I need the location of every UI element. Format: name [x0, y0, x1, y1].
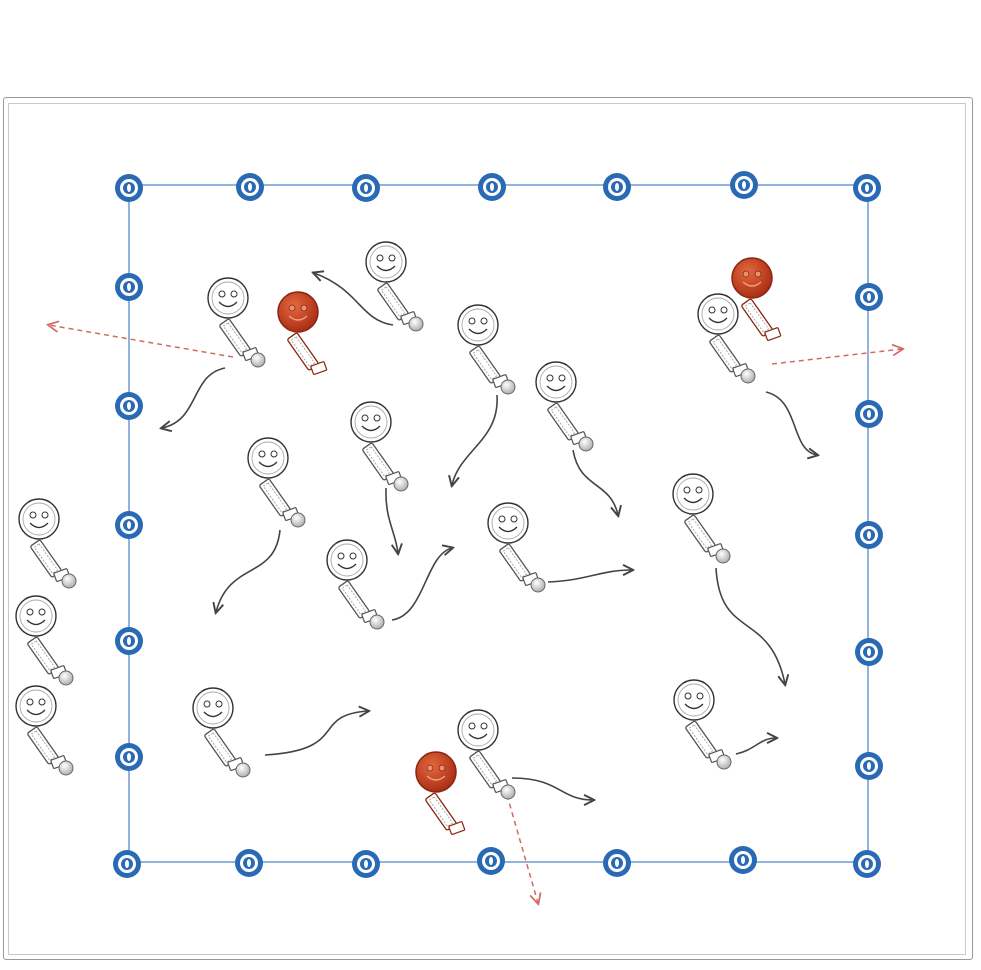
- pass-arrows: [49, 325, 902, 903]
- movement-arrow: [511, 777, 593, 800]
- cone-icon: [729, 846, 757, 874]
- movement-arrow: [314, 273, 394, 326]
- player-icon: [672, 473, 731, 564]
- ball-icon: [58, 670, 74, 686]
- cone-icon: [115, 273, 143, 301]
- cone-icon: [115, 511, 143, 539]
- ball-icon: [58, 760, 74, 776]
- diagram-frame: [3, 97, 973, 960]
- cone-icon: [115, 392, 143, 420]
- cone-icon: [603, 173, 631, 201]
- ball-icon: [369, 614, 385, 630]
- cones: [113, 171, 883, 878]
- cone-icon: [855, 400, 883, 428]
- cone-icon: [235, 849, 263, 877]
- ball-icon: [500, 379, 516, 395]
- cone-icon: [730, 171, 758, 199]
- movement-arrow: [264, 711, 368, 756]
- taggers: [277, 257, 782, 836]
- player-icon: [207, 277, 266, 368]
- cone-icon: [113, 850, 141, 878]
- pass-arrow: [506, 794, 538, 903]
- cone-icon: [855, 752, 883, 780]
- tagger-icon: [415, 751, 466, 836]
- tagger-icon: [731, 257, 782, 342]
- ball-icon: [500, 784, 516, 800]
- player-icon: [326, 539, 385, 630]
- movement-arrows: [162, 273, 817, 800]
- player-icon: [457, 709, 516, 800]
- movement-arrow: [216, 529, 281, 612]
- ball-icon: [61, 573, 77, 589]
- player-icon: [15, 595, 74, 686]
- player-icon: [457, 304, 516, 395]
- player-icon: [697, 293, 756, 384]
- ball-icon: [235, 762, 251, 778]
- movement-arrow: [385, 487, 398, 553]
- movement-arrow: [765, 391, 817, 455]
- ball-icon: [716, 754, 732, 770]
- movement-arrow: [572, 449, 618, 515]
- cone-icon: [855, 638, 883, 666]
- diagram-inner-frame: [8, 103, 966, 955]
- ball-icon: [290, 512, 306, 528]
- player-icon: [247, 437, 306, 528]
- player-icon: [673, 679, 732, 770]
- cone-icon: [853, 174, 881, 202]
- movement-arrow: [715, 567, 785, 684]
- cone-icon: [603, 849, 631, 877]
- player-icon: [15, 685, 74, 776]
- movement-arrow: [391, 548, 452, 621]
- tagger-icon: [277, 291, 328, 376]
- ball-icon: [578, 436, 594, 452]
- cone-icon: [115, 743, 143, 771]
- pass-arrow: [771, 349, 902, 365]
- cone-icon: [853, 850, 881, 878]
- ball-icon: [530, 577, 546, 593]
- cone-icon: [115, 174, 143, 202]
- ball-icon: [715, 548, 731, 564]
- ball-icon: [740, 368, 756, 384]
- cone-icon: [477, 847, 505, 875]
- player-icon: [192, 687, 251, 778]
- cone-icon: [236, 173, 264, 201]
- player-icon: [18, 498, 77, 589]
- movement-arrow: [547, 570, 632, 583]
- cone-icon: [352, 174, 380, 202]
- player-icon: [535, 361, 594, 452]
- player-icon: [487, 502, 546, 593]
- pass-arrow: [49, 325, 234, 358]
- cone-icon: [855, 521, 883, 549]
- ball-icon: [250, 352, 266, 368]
- movement-arrow: [735, 738, 776, 755]
- cone-icon: [352, 850, 380, 878]
- player-icon: [365, 241, 424, 332]
- players: [15, 241, 756, 800]
- ball-icon: [408, 316, 424, 332]
- cone-icon: [855, 283, 883, 311]
- cone-icon: [478, 173, 506, 201]
- movement-arrow: [162, 367, 226, 428]
- cone-icon: [115, 627, 143, 655]
- ball-icon: [393, 476, 409, 492]
- movement-arrow: [452, 394, 498, 485]
- player-icon: [350, 401, 409, 492]
